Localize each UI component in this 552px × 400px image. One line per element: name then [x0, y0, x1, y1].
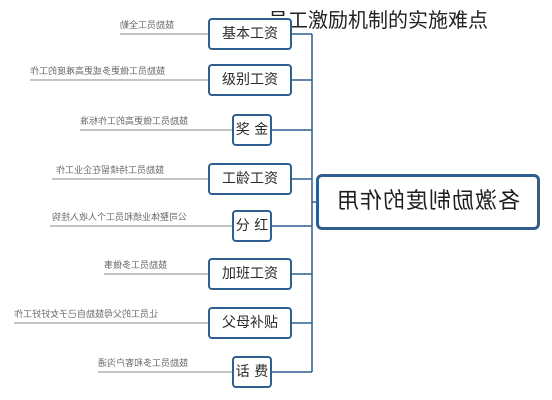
- branch-node-basic-salary: 基本工资: [208, 18, 292, 50]
- branch-note: 鼓励员工做更高的工作标准: [80, 117, 189, 127]
- branch-node-dividend: 分 红: [232, 210, 272, 242]
- center-node: 各激励制度的作用: [316, 174, 540, 230]
- branch-label: 父母补贴: [222, 315, 278, 331]
- branch-node-level-salary: 级别工资: [208, 64, 292, 96]
- branch-node-overtime-salary: 加班工资: [208, 258, 292, 290]
- branch-node-bonus: 奖 金: [232, 114, 272, 146]
- branch-note: 鼓励员工做更多或更高难度的工作: [30, 67, 166, 77]
- branch-note: 鼓励员工多做事: [104, 261, 168, 271]
- branch-label: 加班工资: [222, 266, 278, 282]
- branch-label: 奖 金: [235, 122, 269, 138]
- page-title: 员工激励机制的实施难点: [268, 8, 488, 32]
- branch-label: 分 红: [235, 218, 269, 234]
- branch-label: 级别工资: [222, 72, 278, 88]
- branch-note: 鼓励员工持续留在企业工作: [56, 166, 165, 176]
- branch-note: 鼓励员工全勤: [120, 21, 175, 31]
- branch-node-parent-allowance: 父母补贴: [208, 307, 292, 339]
- branch-label: 基本工资: [222, 26, 278, 42]
- branch-label: 话 费: [235, 364, 269, 380]
- branch-note: 鼓励员工多和客户沟通: [98, 359, 189, 369]
- branch-label: 工龄工资: [222, 171, 278, 187]
- branch-node-phone-fee: 话 费: [232, 356, 272, 388]
- branch-note: 让员工的父母鼓励自己子女好好工作: [14, 310, 159, 320]
- branch-node-seniority-salary: 工龄工资: [208, 163, 292, 195]
- center-label: 各激励制度的作用: [336, 189, 521, 214]
- branch-note: 公司整体业绩和员工个人收入挂钩: [52, 213, 188, 223]
